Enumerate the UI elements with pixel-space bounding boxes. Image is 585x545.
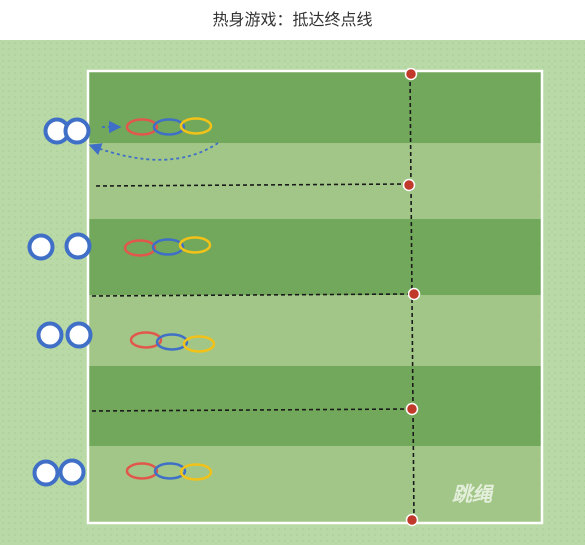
hoop-group xyxy=(125,462,213,481)
cone-icon xyxy=(405,402,419,416)
warmup-field-diagram xyxy=(0,40,585,545)
field-stripe xyxy=(88,143,542,219)
return-path-arrow xyxy=(88,142,219,161)
player-icon xyxy=(65,321,93,349)
player-group xyxy=(43,117,91,145)
lane-line xyxy=(95,183,409,187)
hoop-icon xyxy=(178,236,212,254)
player-icon xyxy=(36,321,64,349)
player-icon xyxy=(63,117,91,145)
hoop-icon xyxy=(129,331,163,349)
cone-icon xyxy=(405,513,419,527)
field-stripe xyxy=(88,295,542,366)
player-icon xyxy=(32,459,60,487)
hoop-icon xyxy=(123,239,157,257)
hoop-icon xyxy=(155,333,189,351)
field-border xyxy=(86,69,544,525)
watermark-logo: 跳绳 xyxy=(452,482,492,506)
hoop-icon xyxy=(182,335,216,353)
player-group xyxy=(32,458,86,487)
player-group xyxy=(27,232,92,261)
hoop-icon xyxy=(125,118,159,136)
field-stripe xyxy=(88,71,542,143)
player-icon xyxy=(64,232,92,260)
field-stripe xyxy=(88,366,542,446)
hoop-icon xyxy=(153,462,187,480)
page-title: 热身游戏：抵达终点线 xyxy=(212,10,373,29)
player-icon xyxy=(58,458,86,486)
field xyxy=(86,69,544,525)
field-stripe xyxy=(88,446,542,523)
cone-icon xyxy=(404,67,418,81)
cone-icon xyxy=(407,287,421,301)
player-icon xyxy=(27,233,55,261)
hoop-icon xyxy=(125,462,159,480)
hoop-icon xyxy=(179,117,213,135)
hoop-icon xyxy=(179,463,213,481)
lane-line xyxy=(91,293,413,297)
hoop-icon xyxy=(152,118,186,136)
hoop-group xyxy=(129,331,216,353)
hoop-group xyxy=(125,117,213,136)
field-stripe xyxy=(88,219,542,295)
hoop-icon xyxy=(151,238,185,256)
hoop-group xyxy=(123,236,212,257)
player-group xyxy=(36,321,93,349)
cone-icon xyxy=(402,178,416,192)
